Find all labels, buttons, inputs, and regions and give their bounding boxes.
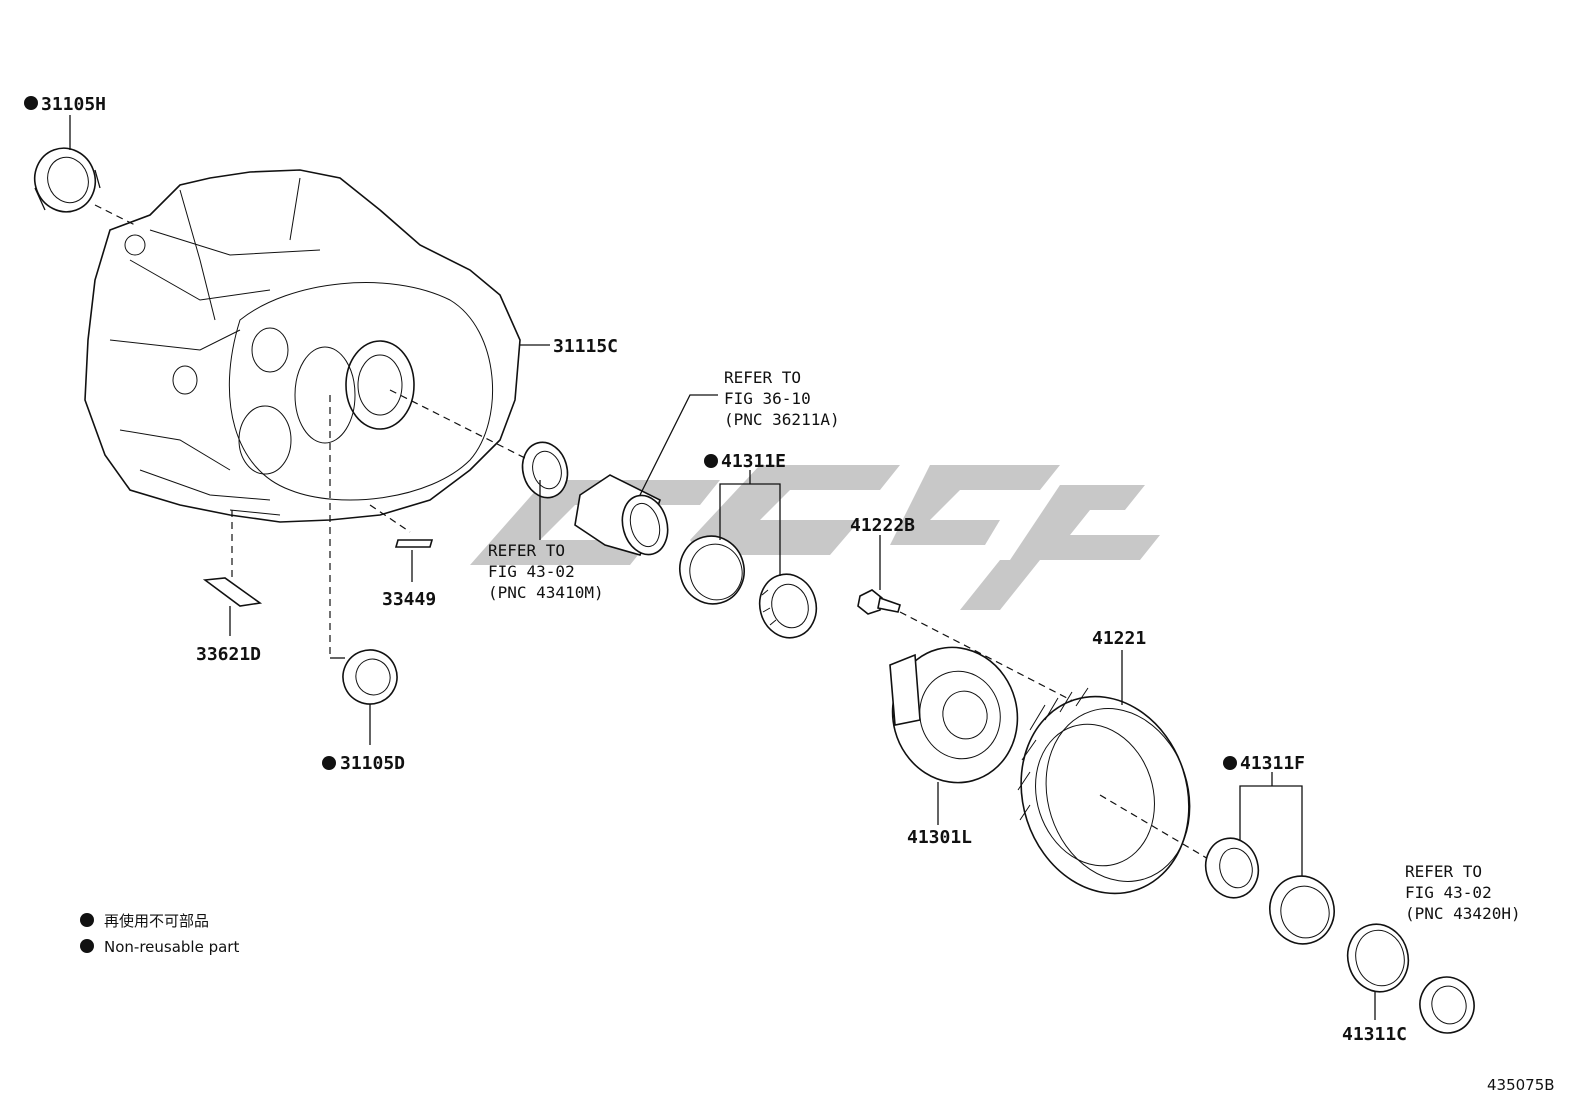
legend-bullet [80, 939, 94, 953]
ring-gear-41221 [1017, 687, 1191, 895]
label-41311c: 41311C [1342, 1024, 1407, 1045]
ref-line: FIG 43-02 [1405, 883, 1492, 902]
bearing-cup-41311f [1269, 875, 1335, 945]
label-41301l: 41301L [907, 827, 972, 848]
label-31115c: 31115C [553, 336, 618, 357]
ref-line: FIG 43-02 [488, 562, 575, 581]
non-reusable-marker [24, 96, 38, 110]
oil-seal-31105d [342, 649, 398, 705]
transmission-case [84, 169, 521, 523]
bearing-cone-41311f [1204, 837, 1260, 899]
non-reusable-marker [322, 756, 336, 770]
label-33621d: 33621D [196, 644, 261, 665]
oil-seal-43420h [1419, 976, 1475, 1034]
oil-seal-ring [521, 441, 569, 499]
differential-case-41301l [889, 646, 1019, 784]
label-41311e: 41311E [721, 451, 786, 472]
ref-line: FIG 36-10 [724, 389, 811, 408]
legend-bullet [80, 913, 94, 927]
ref-line: REFER TO [1405, 862, 1482, 881]
label-33449: 33449 [382, 589, 436, 610]
label-41311f: 41311F [1240, 753, 1305, 774]
bearing-cup-41311e [679, 535, 745, 605]
shim-41311c [1346, 923, 1410, 993]
sleeve [574, 474, 669, 556]
label-31105h: 31105H [41, 94, 106, 115]
non-reusable-marker [1223, 756, 1237, 770]
oil-seal-31105h [33, 147, 101, 213]
bolt-41222b [857, 589, 901, 615]
reference-note-43-02-m: REFER TO FIG 43-02 (PNC 43410M) [488, 541, 604, 602]
ref-line: REFER TO [724, 368, 801, 387]
ref-line: (PNC 43420H) [1405, 904, 1521, 923]
label-41222b: 41222B [850, 515, 915, 536]
legend: 再使用不可部品 Non-reusable part [80, 912, 239, 956]
ref-line: (PNC 43410M) [488, 583, 604, 602]
label-41221: 41221 [1092, 628, 1146, 649]
figure-number: 435075B [1487, 1076, 1555, 1094]
legend-japanese: 再使用不可部品 [104, 912, 209, 930]
plate-33621d [202, 577, 263, 607]
leader-lines [69, 115, 1376, 1020]
reference-note-36-10: REFER TO FIG 36-10 (PNC 36211A) [724, 368, 840, 429]
ref-line: (PNC 36211A) [724, 410, 840, 429]
label-31105d: 31105D [340, 753, 405, 774]
bearing-cone-41311e [758, 573, 818, 639]
legend-english: Non-reusable part [104, 938, 239, 956]
plate-33449 [394, 539, 434, 548]
non-reusable-marker [704, 454, 718, 468]
ref-line: REFER TO [488, 541, 565, 560]
reference-note-43-02-h: REFER TO FIG 43-02 (PNC 43420H) [1405, 862, 1521, 923]
